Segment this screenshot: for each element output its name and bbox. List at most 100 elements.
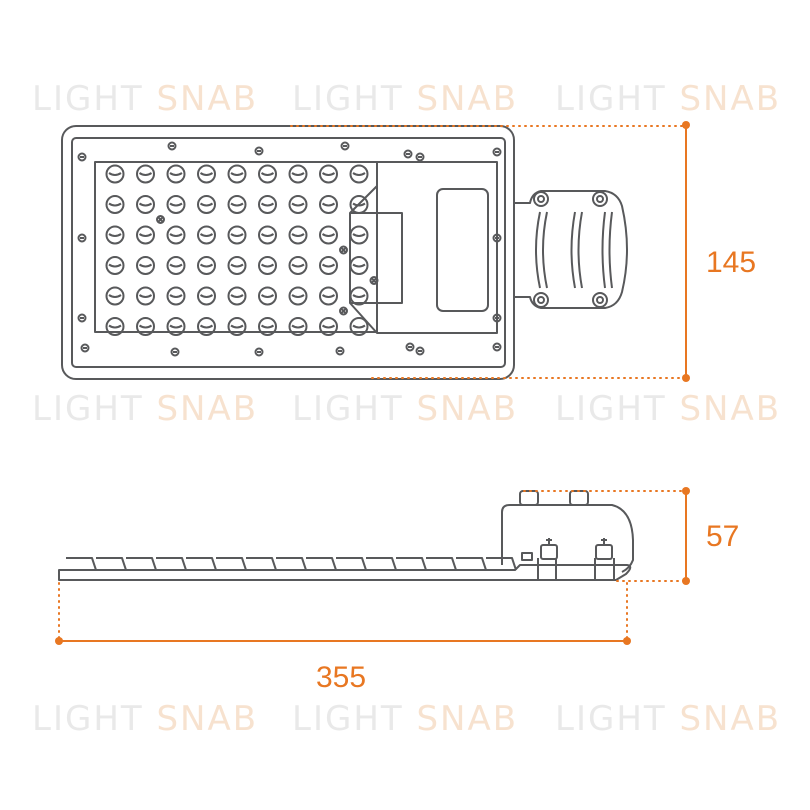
led — [288, 317, 308, 336]
frame-screw — [77, 233, 87, 243]
led — [227, 286, 247, 306]
frame-screw — [170, 347, 180, 357]
led — [105, 256, 125, 275]
led — [197, 225, 216, 245]
bracket-bolt — [592, 191, 608, 207]
led — [319, 286, 338, 306]
led — [349, 256, 369, 275]
led — [349, 286, 369, 306]
dimension-label-height-top: 145 — [706, 246, 756, 279]
dimension-lines — [55, 121, 690, 645]
led — [258, 225, 277, 245]
watermark-logo: LIGHT SNAB — [32, 389, 258, 429]
top-view — [61, 125, 628, 380]
led — [197, 286, 216, 306]
led-array — [105, 164, 379, 336]
led — [258, 164, 277, 184]
panel-screw — [339, 245, 348, 255]
frame-screw — [492, 342, 502, 352]
led — [105, 286, 125, 306]
led — [227, 164, 247, 184]
driver-step — [350, 162, 403, 333]
side-small-tab — [521, 552, 533, 561]
led — [258, 195, 277, 214]
frame-screw — [167, 141, 177, 151]
bracket-bolt — [533, 292, 549, 308]
panel-screw — [369, 276, 379, 285]
dimension-label-length: 355 — [316, 661, 366, 694]
led — [166, 164, 186, 184]
led — [166, 256, 186, 275]
led — [349, 317, 369, 336]
watermark-logo: LIGHT SNAB — [32, 699, 258, 739]
side-top-bolt-left — [519, 490, 539, 506]
frame-screw — [77, 313, 87, 323]
led — [166, 195, 186, 214]
led — [319, 195, 338, 214]
side-top-bolt-right — [569, 490, 589, 506]
led — [258, 317, 277, 336]
led — [227, 225, 247, 245]
led — [288, 286, 308, 306]
led — [288, 195, 308, 214]
led — [197, 195, 216, 214]
led — [105, 225, 125, 245]
watermark-layer: LIGHT SNAB LIGHT SNAB LIGHT SNAB LIGHT SNAB… — [32, 79, 781, 739]
led — [227, 317, 247, 336]
frame-screw — [80, 343, 90, 353]
frame-screw — [254, 146, 264, 156]
side-bolt-right — [595, 544, 613, 560]
led — [258, 256, 277, 275]
watermark-logo: LIGHT SNAB — [292, 699, 518, 739]
frame-screws — [77, 141, 502, 357]
led — [166, 286, 186, 306]
watermark-logo: LIGHT SNAB — [555, 389, 781, 429]
dimension-label-height-side: 57 — [706, 520, 739, 553]
heatsink-fins — [66, 557, 517, 571]
frame-screw — [492, 313, 502, 323]
bracket-ribs — [535, 211, 613, 289]
led — [136, 317, 155, 336]
watermark-logo: LIGHT SNAB — [555, 79, 781, 119]
led — [288, 256, 308, 275]
led — [349, 225, 369, 245]
panel-screw — [156, 215, 165, 224]
frame-screw — [415, 346, 425, 356]
frame-screw — [335, 346, 345, 356]
side-base-plate — [58, 564, 632, 581]
frame-screw — [405, 342, 415, 352]
led — [197, 317, 216, 336]
side-view — [58, 490, 634, 581]
led — [136, 195, 155, 214]
led — [227, 256, 247, 275]
led — [319, 317, 338, 336]
bracket-bolt — [592, 292, 608, 308]
led — [166, 317, 186, 336]
led — [136, 164, 155, 184]
led — [258, 286, 277, 306]
driver-cavity — [349, 161, 498, 334]
frame-screw — [492, 147, 502, 157]
watermark-logo: LIGHT SNAB — [292, 79, 518, 119]
side-bolt-left — [540, 544, 558, 560]
side-housing — [501, 504, 634, 573]
side-bolt-threads — [546, 538, 607, 545]
frame-screw — [254, 347, 264, 357]
led — [105, 317, 125, 336]
led — [136, 256, 155, 275]
led — [105, 164, 125, 184]
led — [349, 195, 369, 214]
led — [288, 164, 308, 184]
frame-screw — [403, 149, 413, 159]
led — [319, 164, 338, 184]
led — [105, 195, 125, 214]
side-bracket — [537, 558, 615, 581]
led — [166, 225, 186, 245]
frame-screw — [77, 152, 87, 162]
led — [288, 225, 308, 245]
watermark-logo: LIGHT SNAB — [292, 389, 518, 429]
led — [197, 164, 216, 184]
housing-outline — [61, 125, 515, 380]
led — [136, 286, 155, 306]
